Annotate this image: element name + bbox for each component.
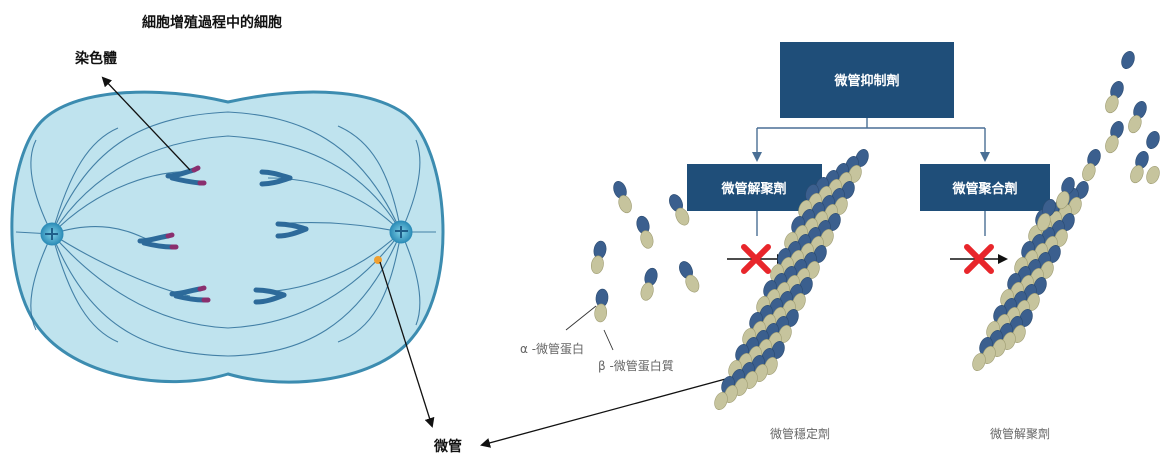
depolymerizing-microtubule [972,180,1089,372]
tubulin-bead [764,356,778,376]
chromosome-label: 染色體 [75,50,117,67]
blocked-arrow-2 [950,244,1008,274]
chromosome-group-right [253,169,309,305]
cell-title: 細胞增殖過程中的細胞 [142,14,282,31]
tubulin-bead [754,363,768,383]
microtubule-from-stack-arrow [480,370,756,448]
blocked-arrow-1 [727,244,787,274]
tubulin-bead [982,345,996,365]
beta-tubulin-bead [640,282,654,301]
beta-pointer [603,329,614,351]
polymerizer-box: 微管聚合劑 [920,164,1050,211]
microtubule-label: 微管 [433,438,462,454]
beta-tubulin-bead [1082,163,1096,182]
tubulin-bead [972,352,986,372]
stabilizer-label: 微管穩定劑 [770,426,830,441]
tubulin-bead [734,377,748,397]
chromosome-pointer-arrow [101,76,191,171]
depolymerizer-box-label: 微管解聚劑 [720,181,786,197]
alpha-tubulin-bead [1146,130,1160,150]
beta-tubulin-bead [1105,95,1119,114]
spindle-fibers [15,111,436,357]
beta-tubulin-bead [640,230,654,249]
bottom-depolymerizer-label: 微管解聚劑 [990,426,1050,441]
beta-tubulin-bead [618,195,632,214]
beta-tubulin-bead [1105,135,1119,154]
chromosome-group-left [137,165,211,303]
tubulin-bead [744,370,758,390]
depolymerizer-box: 微管解聚劑 [687,164,822,211]
alpha-tubulin-label: α -微管蛋白 [520,341,584,356]
cell-membrane [10,90,445,384]
beta-tubulin-bead [675,207,690,226]
beta-tubulin-bead [1146,165,1160,185]
beta-tubulin-bead [1130,165,1144,184]
tubulin-bead [1012,324,1026,344]
microtubule-pointer-arrow [379,261,435,428]
tubulin-bead [724,384,738,404]
beta-tubulin-bead [685,274,700,293]
beta-tubulin-bead [1056,191,1070,210]
alpha-tubulin-bead [1121,50,1135,70]
beta-tubulin-bead [1037,213,1051,232]
beta-tubulin-label: β -微管蛋白質 [598,358,674,373]
beta-tubulin-bead [1128,115,1142,134]
beta-tubulin-bead [590,255,604,274]
free-tubulin-dimers-left [590,180,700,323]
tubulin-bead [714,391,728,411]
tubulin-bead [992,338,1006,358]
polymerizer-box-label: 微管聚合劑 [951,181,1017,197]
stabilized-microtubule [714,148,869,411]
inhibitor-box: 微管抑制劑 [780,42,954,118]
alpha-pointer [565,305,597,331]
beta-tubulin-bead [594,303,608,323]
free-tubulin-dimers-right [1037,50,1160,232]
flow-connectors [752,118,990,236]
dividing-cell [10,90,445,384]
tubulin-bead [1002,331,1016,351]
inhibitor-box-label: 微管抑制劑 [833,73,899,89]
